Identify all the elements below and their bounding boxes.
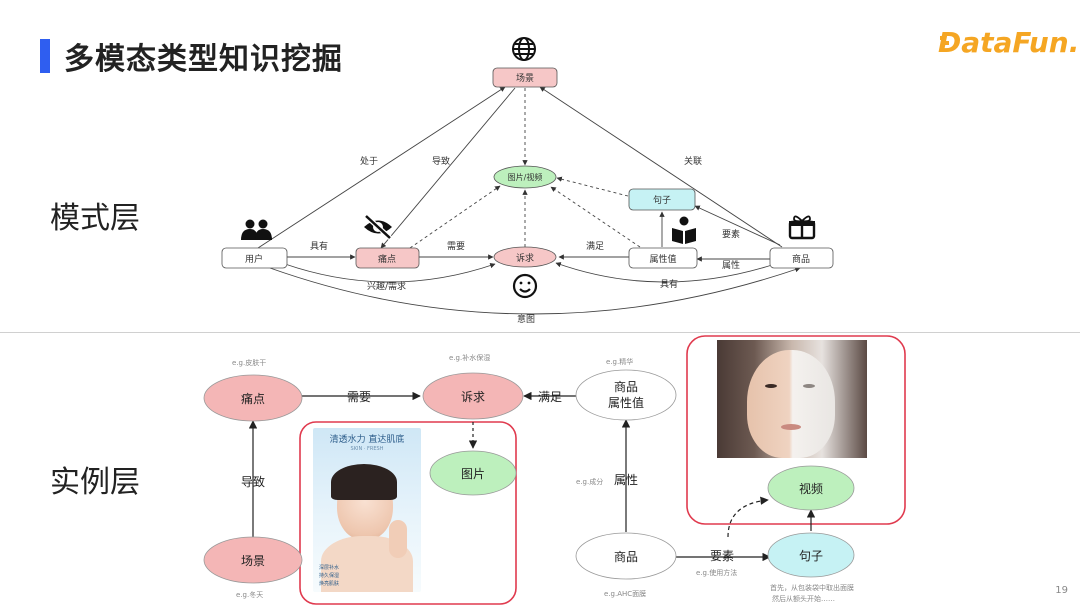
edge-label-interest: 兴趣/需求	[367, 280, 406, 292]
node-product: 商品	[575, 532, 677, 580]
example-sentence-2: 然后从额头开始……	[772, 594, 835, 603]
node-pain: 痛点	[203, 374, 303, 422]
video-lips	[781, 424, 801, 430]
datafun-logo: DataFun.	[938, 26, 1080, 59]
node-product: 商品	[769, 247, 834, 269]
svg-text:商品: 商品	[792, 253, 810, 265]
edge-label-in: 处于	[360, 155, 378, 167]
node-scene: 场景	[203, 536, 303, 584]
edge-pain-image	[409, 185, 501, 249]
schema-layer-label: 模式层	[50, 201, 140, 236]
edge-label-element: 要素	[722, 228, 740, 240]
instance-layer-label: 实例层	[50, 465, 140, 500]
poster-title: 清透水力 直达肌底	[329, 435, 405, 445]
edge-label-satisfy: 满足	[586, 241, 604, 252]
svg-text:诉求: 诉求	[516, 252, 534, 264]
node-image: 图片	[429, 450, 517, 496]
page-number: 19	[1055, 585, 1068, 596]
edge-label-attribute: 属性	[722, 259, 740, 271]
poster-small-1: 深层补水	[319, 565, 340, 571]
node-product-attr: 商品 属性值	[575, 369, 677, 421]
node-image-video: 图片/视频	[493, 165, 557, 189]
svg-text:用户: 用户	[245, 253, 263, 265]
node-video: 视频	[767, 465, 855, 511]
edge-product-scene	[539, 86, 783, 248]
edge-label-element: 要素	[710, 549, 734, 563]
book-reader-icon	[672, 216, 696, 244]
edge-user-product	[269, 267, 801, 315]
edge-label-have: 具有	[310, 240, 328, 252]
example-scene: e.g.冬天	[236, 590, 263, 599]
edge-user-demand	[284, 263, 496, 283]
edge-label-cause: 导致	[241, 475, 265, 489]
video-frame-image	[717, 340, 867, 458]
edge-sentence-image	[556, 176, 629, 197]
svg-text:场景: 场景	[516, 73, 534, 84]
svg-text:属性值: 属性值	[649, 253, 676, 265]
users-icon	[241, 219, 272, 240]
node-pain: 痛点	[355, 247, 420, 269]
gift-icon	[788, 215, 816, 240]
poster-hand	[389, 520, 407, 558]
example-pain: e.g.皮肤干	[232, 358, 266, 367]
eye-slash-icon	[364, 214, 392, 240]
poster-hair	[331, 464, 397, 500]
edge-label-have2: 具有	[660, 278, 678, 290]
edge-product-demand	[555, 262, 773, 283]
node-sentence: 句子	[628, 188, 696, 211]
globe-icon	[512, 37, 536, 61]
svg-text:诉求: 诉求	[461, 390, 485, 404]
edge-label-attribute: 属性	[614, 473, 638, 487]
svg-text:痛点: 痛点	[241, 391, 265, 406]
node-demand: 诉求	[422, 372, 524, 420]
smile-icon	[512, 273, 538, 299]
schema-diagram: 处于 导致 关联 具有 需要 满足 要素 属性 兴趣/需求 具有 意图 场景 图…	[221, 37, 834, 325]
node-sentence: 句子	[767, 532, 855, 578]
svg-text:视频: 视频	[799, 481, 823, 496]
logo-mark	[940, 36, 949, 45]
product-poster-image: 清透水力 直达肌底 SKIN · FRESH 深层补水 持久保湿 焕亮肌肤	[313, 428, 421, 592]
title-accent-bar	[40, 39, 50, 73]
node-scene: 场景	[492, 67, 558, 88]
svg-text:图片: 图片	[461, 467, 485, 481]
edge-label-need: 需要	[447, 241, 465, 252]
poster-small-2: 持久保湿	[319, 573, 340, 579]
example-attribute: e.g.成分	[576, 477, 603, 486]
poster-small-3: 焕亮肌肤	[319, 581, 340, 587]
svg-text:商品: 商品	[614, 549, 638, 564]
example-element: e.g.使用方法	[696, 568, 737, 577]
example-demand: e.g.补水保湿	[449, 353, 490, 362]
example-attr: e.g.精华	[606, 357, 633, 366]
node-demand: 诉求	[493, 246, 557, 268]
svg-text:场景: 场景	[241, 554, 265, 568]
edge-label-cause: 导致	[432, 155, 450, 167]
example-sentence-1: 首先，从包装袋中取出面膜	[770, 583, 854, 592]
edge-pain-scene	[380, 87, 516, 249]
svg-text:句子: 句子	[653, 194, 671, 206]
edge-product-sentence	[694, 205, 781, 246]
node-user: 用户	[221, 247, 288, 269]
svg-text:句子: 句子	[799, 549, 823, 563]
edge-user-scene	[257, 86, 506, 249]
edge-label-satisfy: 满足	[538, 390, 562, 404]
svg-text:痛点: 痛点	[378, 253, 396, 265]
svg-text:图片/视频: 图片/视频	[508, 172, 543, 182]
example-product: e.g.AHC面膜	[604, 589, 646, 598]
poster-subtitle: SKIN · FRESH	[350, 446, 384, 452]
node-attr-value: 属性值	[628, 247, 698, 269]
svg-text:商品: 商品	[614, 379, 638, 394]
layer-divider	[0, 332, 1080, 333]
poster-frame	[299, 421, 517, 605]
edge-label-need: 需要	[347, 390, 371, 404]
video-face	[747, 350, 835, 458]
instance-diagram: 需要 满足 导致 属性 要素 e.g.皮肤干 e.g.补水保湿 e.g.精华 e…	[203, 335, 906, 605]
page-title: 多模态类型知识挖掘	[64, 42, 343, 77]
video-frame	[686, 335, 906, 525]
edge-video-dashed	[727, 496, 769, 538]
svg-text:属性值: 属性值	[608, 395, 644, 410]
edge-label-relate: 关联	[684, 155, 702, 167]
edge-label-intent: 意图	[517, 313, 535, 325]
video-eye-right	[803, 384, 815, 388]
video-eye-left	[765, 384, 777, 388]
